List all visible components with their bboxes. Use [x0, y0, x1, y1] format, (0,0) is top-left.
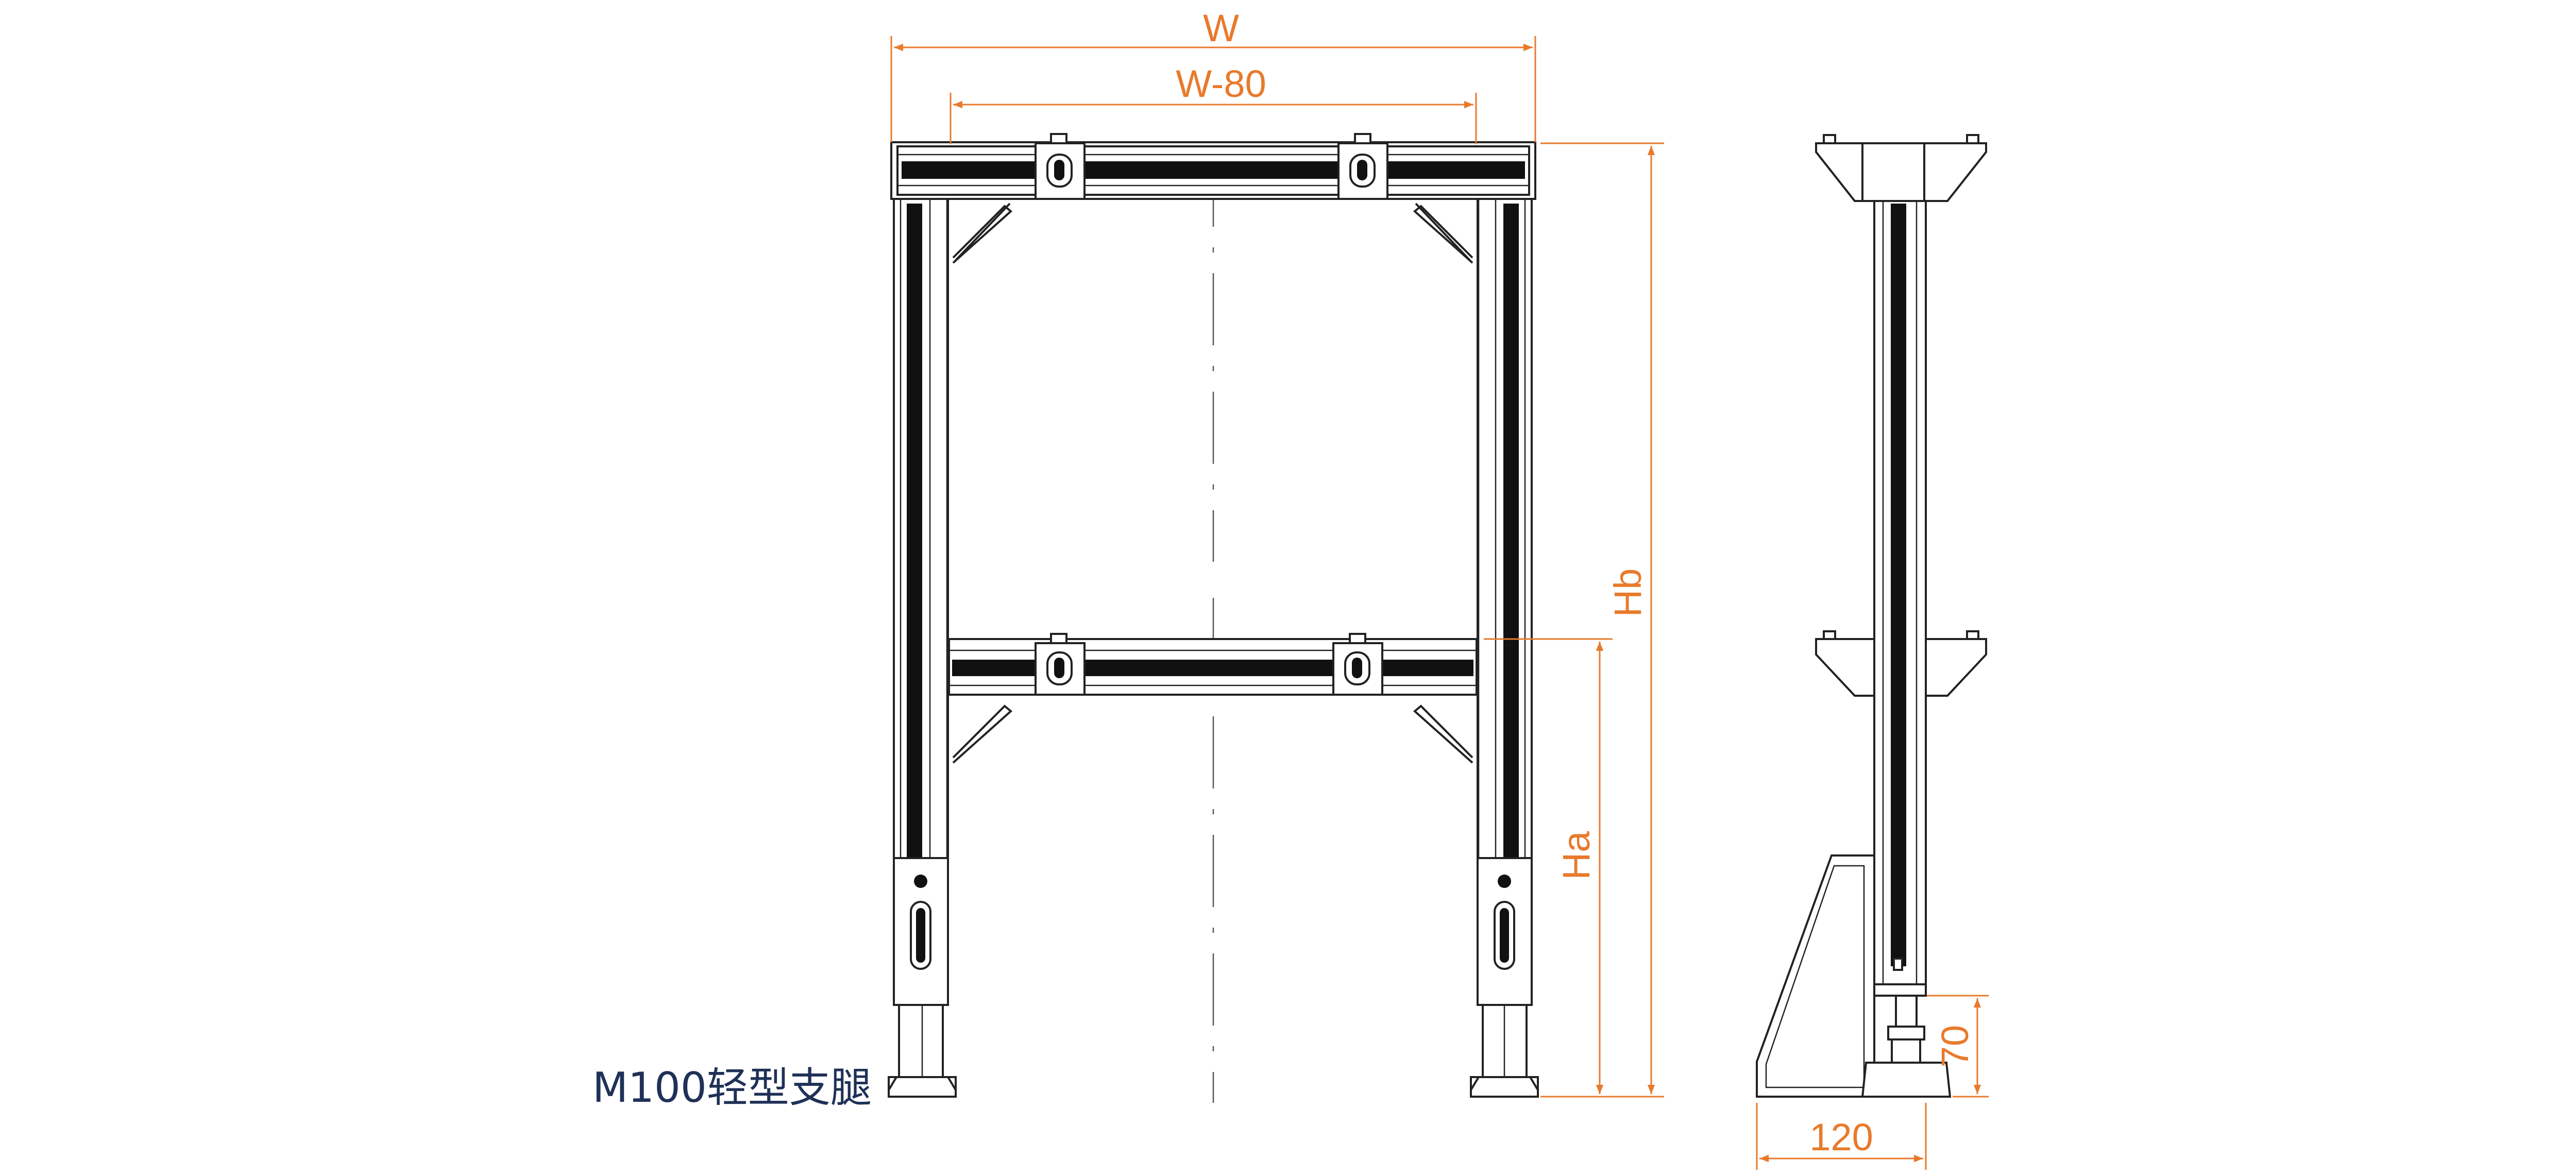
dim-label-foot-depth: 120: [1809, 1116, 1873, 1159]
dim-label-total-height: Hb: [1606, 568, 1649, 617]
left-post: [888, 198, 1013, 1098]
middle-beam: [948, 633, 1478, 696]
right-post: [1413, 198, 1539, 1098]
middle-beam-clamp-right: [1332, 633, 1383, 696]
drawing-caption: M100轻型支腿: [592, 1064, 872, 1112]
front-view: [888, 133, 1539, 1103]
dim-label-foot-height: 70: [1934, 1025, 1976, 1067]
dimensions: W W-80 Hb Ha 70 120: [890, 7, 1989, 1170]
dim-label-inner-width: W-80: [1176, 62, 1266, 105]
top-beam: [890, 133, 1536, 200]
top-beam-clamp-right: [1337, 133, 1388, 200]
dim-label-width: W: [1203, 7, 1239, 49]
dim-label-lower-height: Ha: [1555, 831, 1598, 880]
side-view: [1756, 134, 1987, 1098]
middle-beam-clamp-left: [1035, 633, 1086, 696]
top-beam-clamp-left: [1035, 133, 1086, 200]
